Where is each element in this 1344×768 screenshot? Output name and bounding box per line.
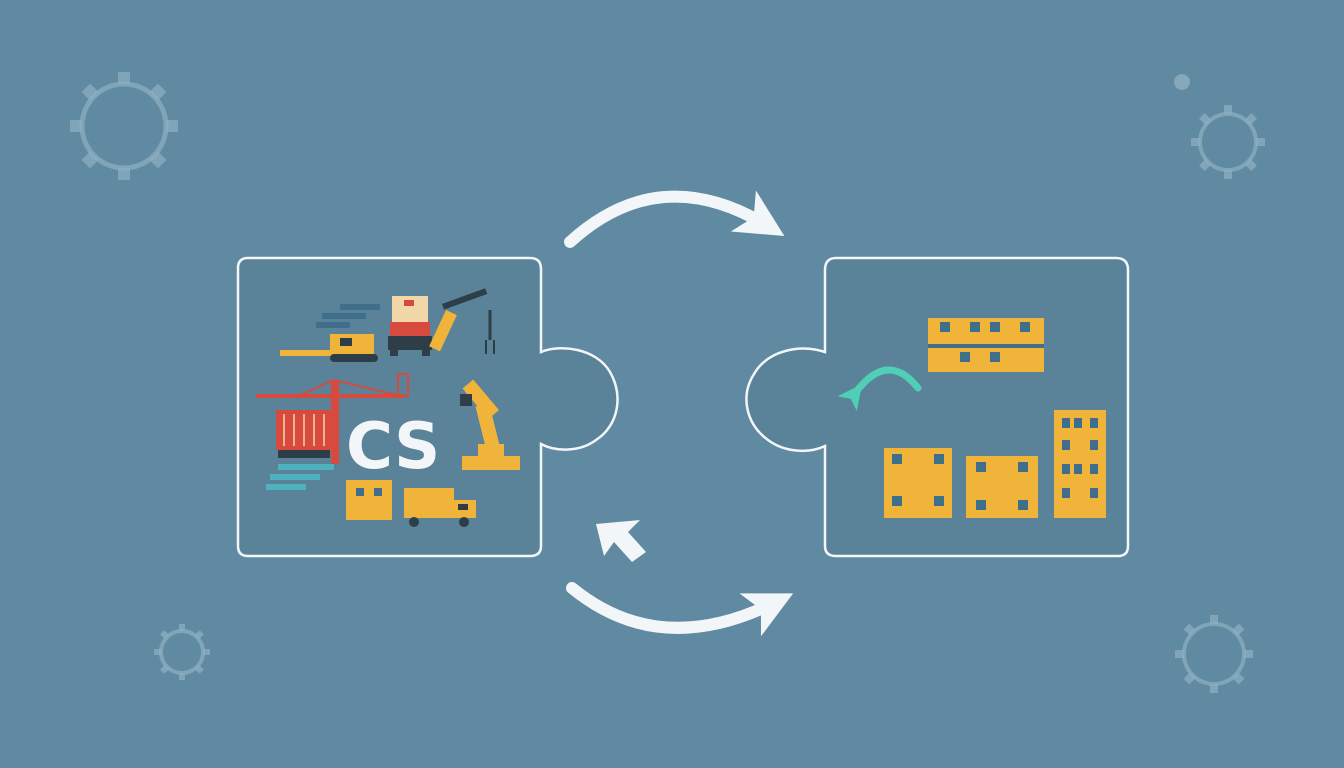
robotic-arm-icon	[429, 288, 495, 354]
gear-icon	[1175, 615, 1253, 693]
industrial-robot-arm-icon	[460, 379, 520, 470]
gear-icon	[70, 72, 178, 180]
brick-rows-icon	[316, 304, 380, 328]
refresh-arc-icon	[837, 366, 922, 412]
dot-icon	[1174, 74, 1190, 90]
arrow-top-right-icon	[564, 190, 785, 248]
pallet-icon	[966, 456, 1038, 518]
pallet-icon	[346, 480, 392, 520]
gear-icon	[1191, 105, 1265, 179]
brick-rows-icon	[266, 464, 334, 490]
storage-rack-tower-icon	[1054, 410, 1106, 518]
gear-icon	[154, 624, 210, 680]
red-truck-front-icon	[388, 296, 432, 356]
cargo-container-icon	[276, 410, 332, 458]
left-puzzle-piece	[236, 256, 619, 558]
delivery-truck-icon	[404, 488, 476, 527]
arrow-bottom-left-icon	[596, 520, 646, 562]
pallet-icon	[884, 448, 952, 518]
cs-label: CS	[346, 410, 440, 484]
tower-crane-icon	[256, 373, 409, 464]
arrow-bottom-right-icon	[566, 582, 794, 637]
pallet-rack-icon	[928, 318, 1044, 372]
bulldozer-icon	[280, 334, 378, 362]
